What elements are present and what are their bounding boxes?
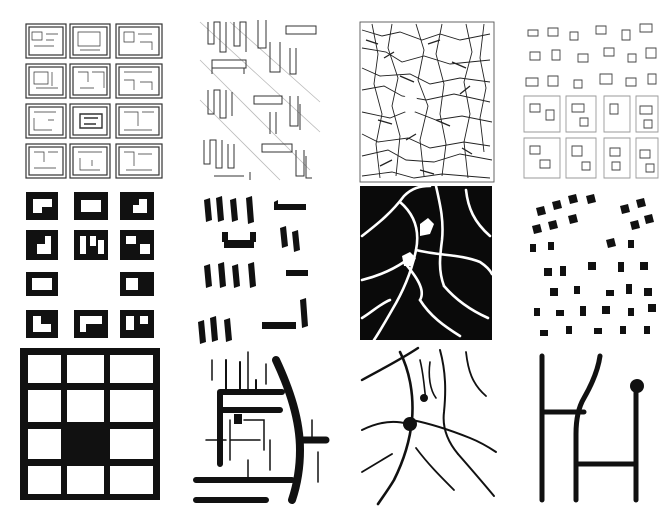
panel-grid-city-network: [20, 348, 160, 500]
panel-organic-town-figure-ground: [360, 186, 492, 340]
